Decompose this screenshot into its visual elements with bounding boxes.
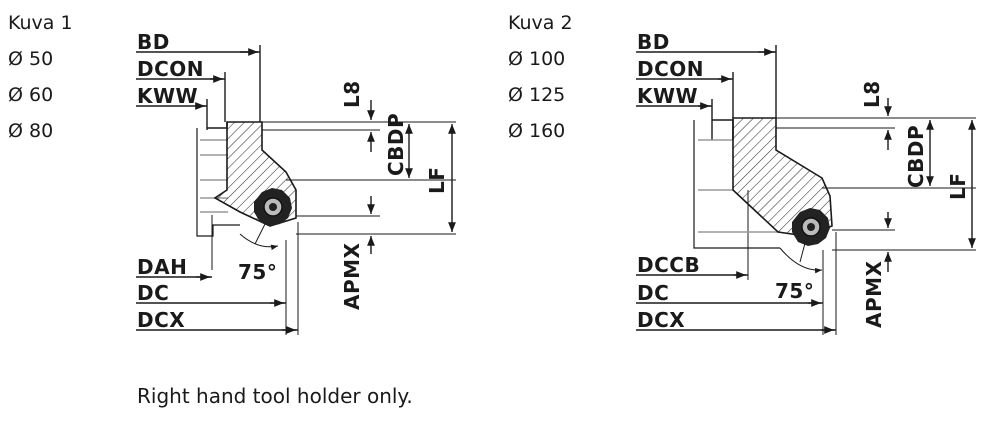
figure2-label-kww: KWW — [637, 84, 699, 108]
figure2-label-dc: DC — [637, 281, 670, 305]
figure1-label-dah: DAH — [137, 255, 188, 279]
figure2-label-dcon: DCON — [637, 57, 705, 81]
figure2-label-apmx: APMX — [862, 260, 886, 328]
figure2-label-lf: LF — [946, 172, 970, 200]
footnote: Right hand tool holder only. — [137, 384, 413, 408]
figure2-insert — [792, 208, 830, 246]
figure2-label-dccb: DCCB — [637, 253, 701, 277]
figure2-label-cbdp: CBDP — [904, 124, 928, 188]
figure1-label-l8: L8 — [340, 80, 364, 108]
figure1-label-angle: 75° — [238, 260, 278, 284]
figure2-label-bd: BD — [637, 30, 670, 54]
figure1-label-dcx: DCX — [137, 308, 186, 332]
figure1-label-dcon: DCON — [137, 57, 205, 81]
figure2-label-l8: L8 — [860, 80, 884, 108]
figure1-label-kww: KWW — [137, 84, 199, 108]
figure2-label-dcx: DCX — [637, 308, 686, 332]
figure1-diameter-1: Ø 50 — [8, 48, 54, 70]
figure1-label-dc: DC — [137, 281, 170, 305]
figure2-title: Kuva 2 — [508, 12, 573, 34]
figure1-insert — [254, 188, 292, 226]
figure1-diameter-2: Ø 60 — [8, 84, 54, 106]
figure1-label-apmx: APMX — [340, 242, 364, 310]
figure1-title: Kuva 1 — [8, 12, 73, 34]
figure1-label-lf: LF — [425, 166, 449, 194]
figure2-diameter-1: Ø 100 — [508, 48, 566, 70]
figure2-label-angle: 75° — [775, 279, 815, 303]
figure1-label-bd: BD — [137, 30, 170, 54]
figure2-diameter-2: Ø 125 — [508, 84, 566, 106]
figure1-label-cbdp: CBDP — [384, 112, 408, 176]
figure1-diameter-3: Ø 80 — [8, 120, 54, 142]
figure2-diameter-3: Ø 160 — [508, 120, 566, 142]
figure2-drawing — [636, 45, 976, 335]
